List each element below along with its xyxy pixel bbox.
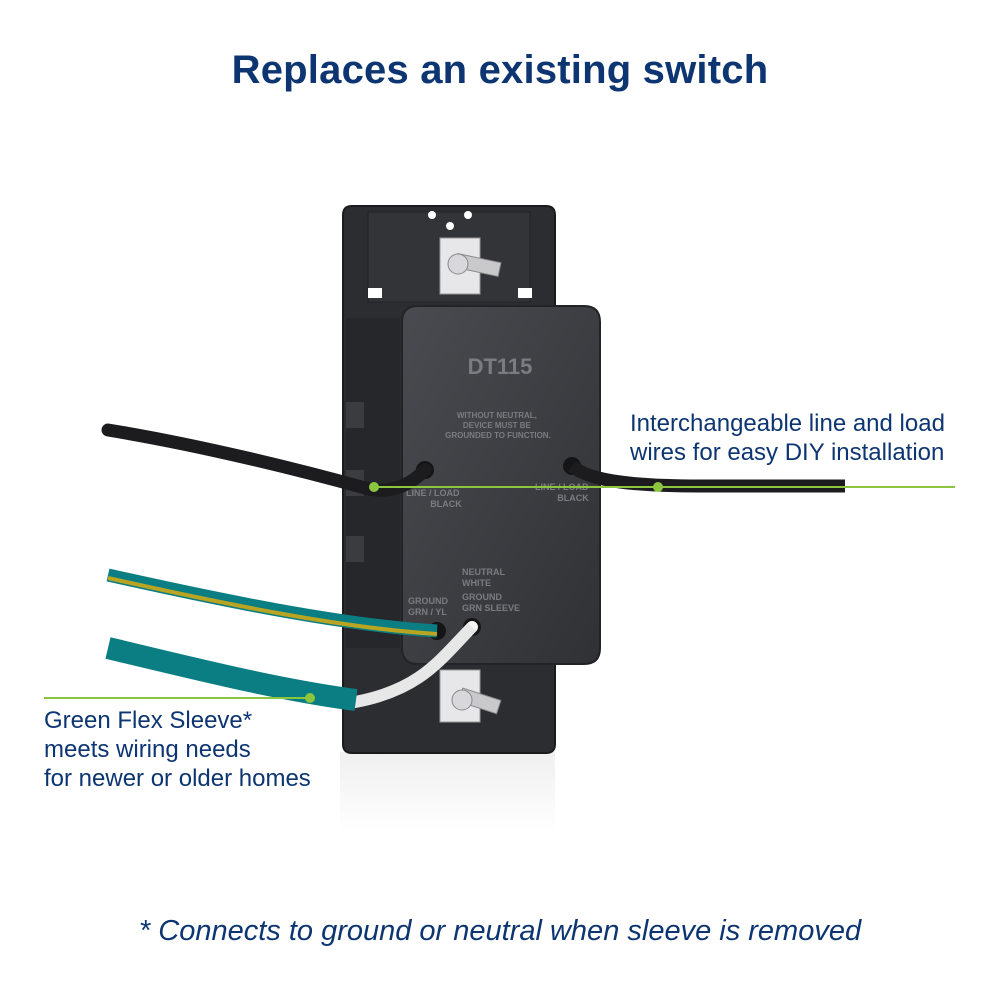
callout-line-load-wires: Interchangeable line and load wires for … (630, 409, 970, 467)
ground-label: GROUND GRN / YL (408, 596, 451, 617)
green-yellow-ground-wire (106, 568, 438, 638)
black-wire-left (101, 423, 432, 497)
callout-text-line: Interchangeable line and load (630, 410, 945, 437)
warning-label: WITHOUT NEUTRAL, DEVICE MUST BE GROUNDED… (445, 411, 551, 440)
callout-text-line: for newer or older homes (44, 765, 311, 792)
green-yellow-ground-wire-stripe (107, 576, 438, 636)
page-title: Replaces an existing switch (231, 48, 769, 92)
white-neutral-wire-edge (353, 622, 477, 708)
side-notch (346, 536, 364, 562)
strap-slot (518, 288, 532, 298)
green-flex-sleeve-wire (105, 637, 358, 711)
terminal-label-left: LINE / LOAD BLACK (406, 488, 462, 509)
footnote: * Connects to ground or neutral when sle… (138, 915, 862, 947)
strap-hole (446, 222, 454, 230)
callout-dot (305, 693, 315, 703)
bottom-screw-head (451, 689, 473, 711)
side-notch (346, 402, 364, 428)
callout-dot (369, 482, 379, 492)
device-housing (401, 305, 601, 665)
strap-hole (464, 211, 472, 219)
callout-text-line: wires for easy DIY installation (630, 439, 945, 466)
callout-text-line: meets wiring needs (44, 736, 251, 763)
strap-slot (368, 288, 382, 298)
ground-sleeve-label: GROUND GRN SLEEVE (462, 592, 520, 613)
callout-text-line: Green Flex Sleeve* (44, 707, 253, 734)
callout-dot (653, 482, 663, 492)
model-label: DT115 (468, 354, 533, 379)
strap-hole (428, 211, 436, 219)
callout-green-flex-sleeve: Green Flex Sleeve* meets wiring needs fo… (44, 706, 364, 793)
neutral-label: NEUTRAL WHITE (462, 567, 507, 588)
white-neutral-wire (349, 621, 478, 708)
floor-shadow (340, 752, 555, 832)
black-wire-right (567, 460, 845, 493)
top-screw-head (447, 253, 469, 275)
